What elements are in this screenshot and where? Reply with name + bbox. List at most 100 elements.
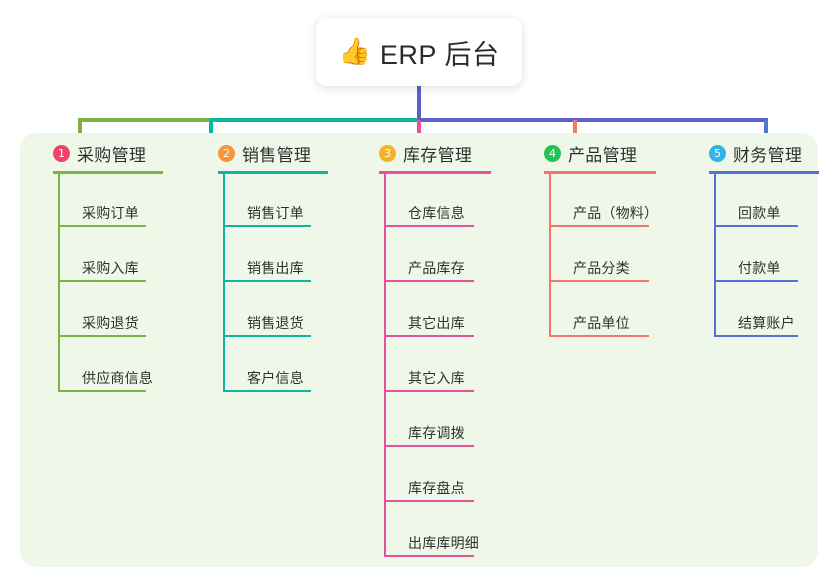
leaf-item[interactable]: 销售订单 [223,203,311,237]
leaf-item-label: 付款单 [738,260,781,276]
column-3: 3 库存管理仓库信息产品库存其它出库其它入库库存调拨库存盘点出库库明细 [362,133,527,557]
leaf-item[interactable]: 库存调拨 [384,423,474,457]
leaf-item[interactable]: 其它入库 [384,368,474,402]
leaf-item-underline [714,280,798,282]
leaf-item[interactable]: 产品库存 [384,258,474,292]
leaf-item-underline [223,225,311,227]
column-header-2[interactable]: 2 销售管理 [201,133,361,175]
root-node-card[interactable]: 👍 ERP 后台 [316,18,522,86]
leaf-item[interactable]: 产品单位 [549,313,649,347]
leaf-item[interactable]: 出库库明细 [384,533,479,567]
leaf-item[interactable]: 仓库信息 [384,203,474,237]
leaf-item[interactable]: 采购退货 [58,313,146,347]
bus-segment-3 [419,118,768,122]
column-header-1[interactable]: 1 采购管理 [36,133,196,175]
leaf-item-label: 其它出库 [408,315,465,331]
column-spine [549,174,551,335]
leaf-item[interactable]: 销售退货 [223,313,311,347]
column-header-row: 5 财务管理 [692,133,839,166]
column-underline [53,171,163,174]
column-underline [544,171,656,174]
leaf-item[interactable]: 结算账户 [714,313,798,347]
leaf-item-label: 供应商信息 [82,370,153,386]
leaf-item[interactable]: 产品（物料） [549,203,658,237]
leaf-item[interactable]: 采购入库 [58,258,146,292]
leaf-item[interactable]: 供应商信息 [58,368,153,402]
leaf-item[interactable]: 采购订单 [58,203,146,237]
leaf-item-label: 仓库信息 [408,205,465,221]
column-number-badge: 1 [53,145,70,162]
leaf-item-underline [384,280,474,282]
bus-segment-2 [209,118,419,122]
column-title: 销售管理 [242,146,312,165]
root-stem-connector [417,86,421,120]
column-header-row: 2 销售管理 [201,133,361,166]
leaf-item-underline [58,225,146,227]
leaf-item-label: 销售出库 [247,260,304,276]
leaf-item-underline [549,280,649,282]
leaf-item-underline [549,335,649,337]
leaf-item-label: 出库库明细 [408,535,479,551]
leaf-item-label: 产品（物料） [573,205,659,221]
column-title: 库存管理 [403,146,473,165]
leaf-item-label: 其它入库 [408,370,465,386]
leaf-item-label: 回款单 [738,205,781,221]
leaf-item-underline [714,335,798,337]
column-spine [58,174,60,390]
column-title: 采购管理 [77,146,147,165]
leaf-item[interactable]: 销售出库 [223,258,311,292]
column-2: 2 销售管理销售订单销售出库销售退货客户信息 [201,133,361,392]
column-header-row: 3 库存管理 [362,133,527,166]
column-spine [223,174,225,390]
leaf-item-underline [384,225,474,227]
column-underline [379,171,491,174]
page-title: ERP 后台 [379,39,500,70]
bus-segment-1 [78,118,209,122]
leaf-item[interactable]: 付款单 [714,258,798,292]
leaf-item[interactable]: 其它出库 [384,313,474,347]
column-underline [709,171,819,174]
column-underline [218,171,328,174]
leaf-item-underline [714,225,798,227]
column-header-5[interactable]: 5 财务管理 [692,133,839,175]
column-spine [714,174,716,335]
leaf-item-underline [384,335,474,337]
leaf-item-label: 销售退货 [247,315,304,331]
column-number-badge: 3 [379,145,396,162]
leaf-item-label: 产品库存 [408,260,465,276]
leaf-item-underline [58,390,146,392]
column-1: 1 采购管理采购订单采购入库采购退货供应商信息 [36,133,196,392]
leaf-item-underline [549,225,649,227]
column-number-badge: 2 [218,145,235,162]
leaf-item-underline [384,555,474,557]
column-5: 5 财务管理回款单付款单结算账户 [692,133,839,337]
leaf-item-underline [58,280,146,282]
leaf-item-label: 采购退货 [82,315,139,331]
leaf-item-label: 产品分类 [573,260,630,276]
diagram-panel [20,133,818,567]
thumbs-up-icon: 👍 [338,37,371,67]
leaf-item-underline [223,335,311,337]
leaf-item-underline [58,335,146,337]
leaf-item-label: 结算账户 [738,315,795,331]
leaf-item[interactable]: 客户信息 [223,368,311,402]
leaf-item-underline [384,390,474,392]
column-header-3[interactable]: 3 库存管理 [362,133,527,175]
leaf-item[interactable]: 产品分类 [549,258,649,292]
leaf-item[interactable]: 库存盘点 [384,478,474,512]
leaf-item-label: 客户信息 [247,370,304,386]
column-number-badge: 4 [544,145,561,162]
leaf-item-underline [384,500,474,502]
leaf-item[interactable]: 回款单 [714,203,798,237]
column-container: 1 采购管理采购订单采购入库采购退货供应商信息 2 销售管理销售订单销售出库销售退货客… [0,133,839,567]
column-header-row: 1 采购管理 [36,133,196,166]
leaf-item-label: 采购入库 [82,260,139,276]
leaf-item-label: 销售订单 [247,205,304,221]
leaf-item-label: 产品单位 [573,315,630,331]
leaf-item-label: 采购订单 [82,205,139,221]
leaf-item-underline [223,280,311,282]
column-title: 财务管理 [733,146,803,165]
column-number-badge: 5 [709,145,726,162]
